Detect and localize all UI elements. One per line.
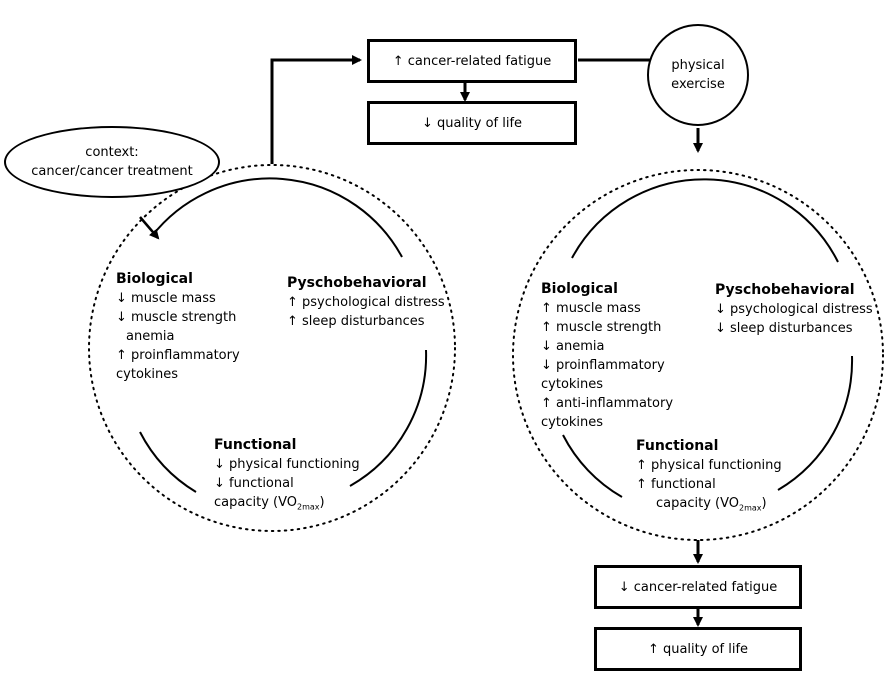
- left-psychobehavioral-block: Pyschobehavioral ↑ psychological distres…: [287, 274, 445, 331]
- fatigue-increase-box: ↑ cancer-related fatigue: [367, 39, 577, 83]
- exercise-circle: physical exercise: [647, 24, 749, 126]
- right-biological-item: cytokines: [541, 415, 604, 430]
- right-biological-block: Biological ↑ muscle mass ↑ muscle streng…: [541, 280, 673, 432]
- right-biological-item: ↓ anemia: [541, 339, 605, 354]
- left-functional-item: ↓ functional: [214, 476, 294, 491]
- right-functional-block: Functional ↑ physical functioning ↑ func…: [636, 437, 782, 518]
- left-functional-heading: Functional: [214, 437, 297, 453]
- right-biological-item: ↑ anti-inflammatory: [541, 396, 674, 411]
- context-ellipse: context: cancer/cancer treatment: [4, 126, 220, 198]
- left-biological-item: anemia: [126, 329, 175, 344]
- right-arc-top: [571, 178, 839, 263]
- fatigue-decrease-box: ↓ cancer-related fatigue: [594, 565, 802, 609]
- fatigue-increase-label: ↑ cancer-related fatigue: [392, 53, 552, 69]
- left-arc-bottom: [139, 431, 197, 493]
- qol-increase-box: ↑ quality of life: [594, 627, 802, 671]
- exercise-line1: physical: [671, 58, 725, 73]
- right-dotted-circle: [512, 169, 884, 541]
- right-psychobehavioral-item: ↓ sleep disturbances: [715, 321, 853, 336]
- left-psychobehavioral-item: ↑ psychological distress: [287, 295, 445, 310]
- right-biological-item: ↑ muscle strength: [541, 320, 662, 335]
- right-functional-item: ↑ functional: [636, 477, 716, 492]
- right-arc-bottom: [562, 434, 623, 498]
- left-psychobehavioral-item: ↑ sleep disturbances: [287, 314, 425, 329]
- right-psychobehavioral-item: ↓ psychological distress: [715, 302, 873, 317]
- left-biological-heading: Biological: [116, 271, 193, 287]
- fatigue-decrease-label: ↓ cancer-related fatigue: [618, 579, 778, 595]
- right-arc-right: [777, 355, 854, 491]
- context-to-fatigue-arrow: [270, 55, 362, 164]
- context-line2: cancer/cancer treatment: [31, 164, 193, 179]
- right-biological-item: cytokines: [541, 377, 604, 392]
- right-psychobehavioral-block: Pyschobehavioral ↓ psychological distres…: [715, 281, 873, 338]
- qol-decrease-label: ↓ quality of life: [421, 115, 523, 131]
- left-biological-item: cytokines: [116, 367, 179, 382]
- qol-decrease-box: ↓ quality of life: [367, 101, 577, 145]
- left-biological-item: ↑ proinflammatory: [116, 348, 240, 363]
- left-biological-item: ↓ muscle strength: [116, 310, 237, 325]
- right-biological-heading: Biological: [541, 281, 618, 297]
- left-functional-block: Functional ↓ physical functioning ↓ func…: [214, 436, 360, 517]
- left-psychobehavioral-heading: Pyschobehavioral: [287, 275, 427, 291]
- left-arc-right: [349, 349, 428, 487]
- right-functional-item: capacity (VO2max): [656, 496, 767, 513]
- left-biological-item: ↓ muscle mass: [116, 291, 216, 306]
- right-functional-item: ↑ physical functioning: [636, 458, 782, 473]
- left-dotted-circle: [88, 164, 456, 532]
- right-functional-heading: Functional: [636, 438, 719, 454]
- right-biological-item: ↑ muscle mass: [541, 301, 641, 316]
- left-functional-item: capacity (VO2max): [214, 495, 325, 512]
- left-biological-block: Biological ↓ muscle mass ↓ muscle streng…: [116, 270, 240, 384]
- exercise-line2: exercise: [671, 77, 725, 92]
- left-functional-item: ↓ physical functioning: [214, 457, 360, 472]
- context-to-cycle-arrow: [139, 216, 160, 240]
- qol-increase-label: ↑ quality of life: [647, 641, 749, 657]
- left-arc-top: [151, 177, 403, 258]
- context-line1: context:: [85, 145, 139, 160]
- right-biological-item: ↓ proinflammatory: [541, 358, 665, 373]
- right-psychobehavioral-heading: Pyschobehavioral: [715, 282, 855, 298]
